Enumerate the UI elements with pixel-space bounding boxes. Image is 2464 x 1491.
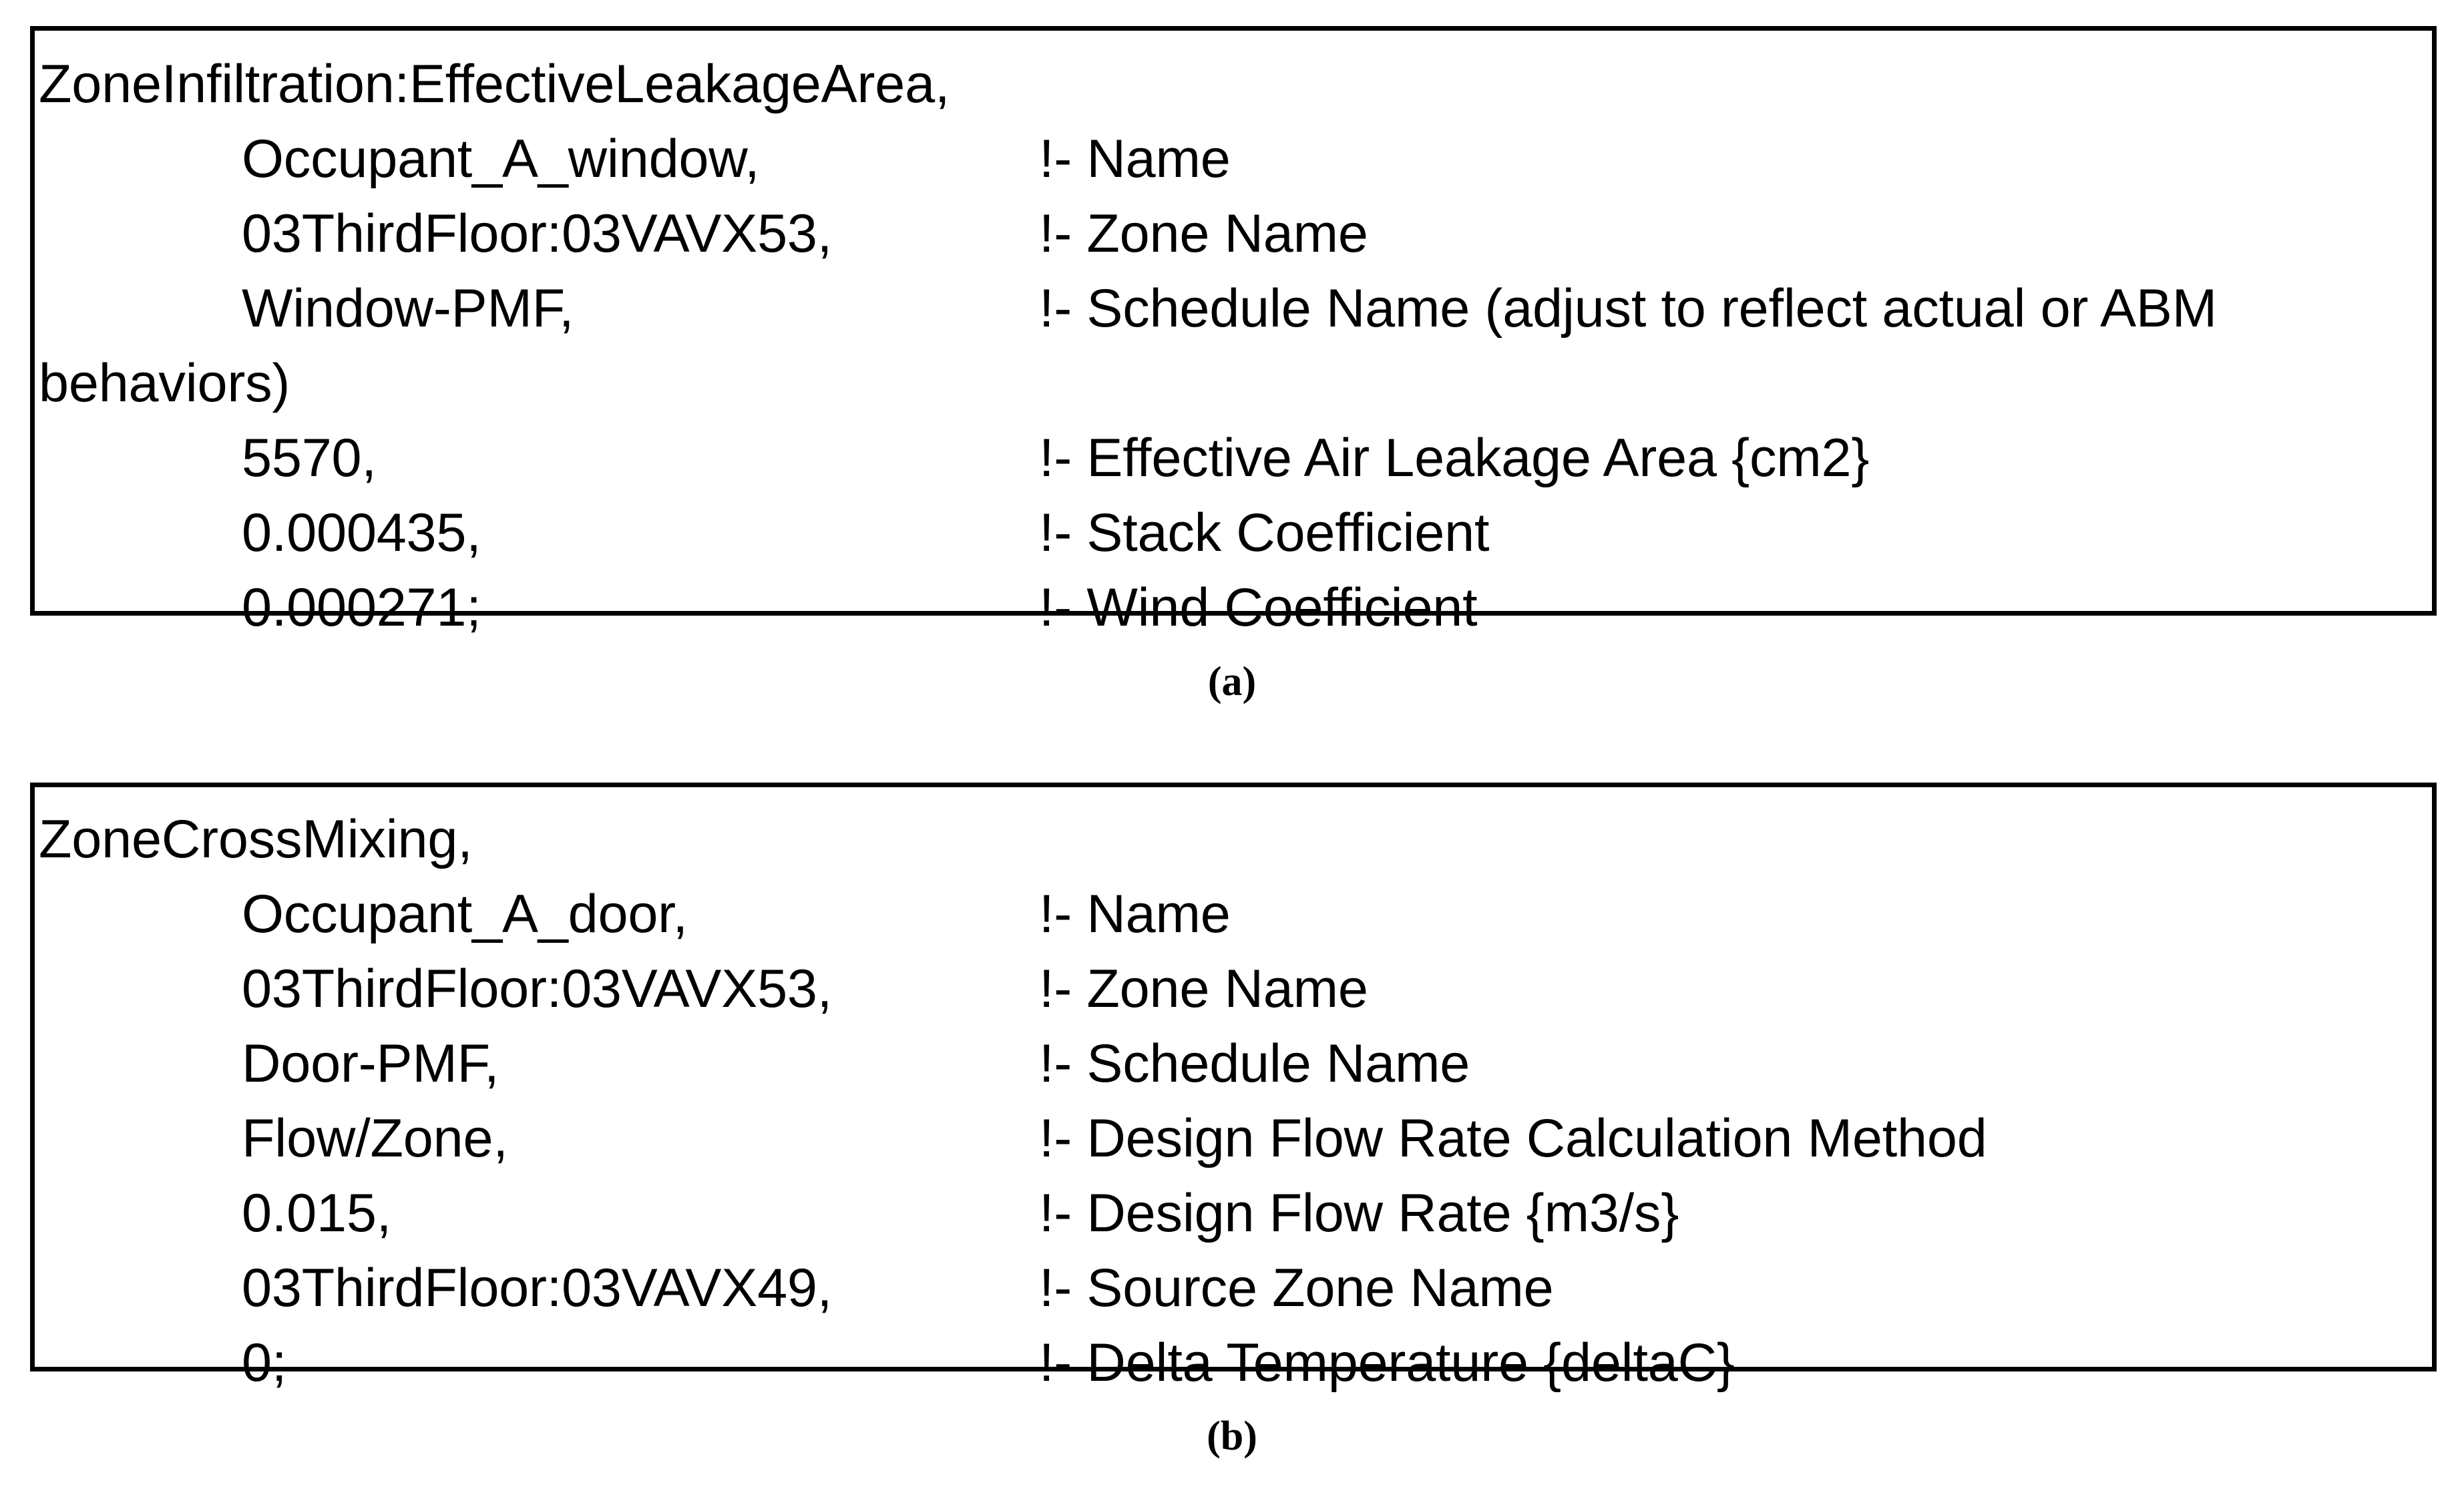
field-value: Window-PMF, [242,278,574,339]
field-comment: !- Schedule Name (adjust to reflect actu… [1039,278,2218,339]
field-comment: !- Schedule Name [1039,1034,1470,1094]
idf-code-block-b: ZoneCrossMixing, Occupant_A_door, !- Nam… [35,787,2432,1400]
field-value: 03ThirdFloor:03VAVX53, [242,959,833,1019]
code-line: ZoneInfiltration:EffectiveLeakageArea, [35,47,2432,122]
field-value: Flow/Zone, [242,1108,508,1168]
code-line: Occupant_A_window, !- Name [35,122,2432,196]
field-comment: !- Effective Air Leakage Area {cm2} [1039,428,1870,488]
object-type-label: ZoneInfiltration:EffectiveLeakageArea, [39,54,950,114]
code-line: 03ThirdFloor:03VAVX49, !- Source Zone Na… [35,1251,2432,1325]
code-listing-panel-a: ZoneInfiltration:EffectiveLeakageArea, O… [30,26,2437,638]
code-line: 5570, !- Effective Air Leakage Area {cm2… [35,421,2432,495]
idf-code-block-a: ZoneInfiltration:EffectiveLeakageArea, O… [35,31,2432,645]
field-value: 03ThirdFloor:03VAVX49, [242,1258,833,1318]
code-line: 03ThirdFloor:03VAVX53, !- Zone Name [35,196,2432,271]
field-comment: !- Name [1039,129,1231,189]
code-line: 03ThirdFloor:03VAVX53, !- Zone Name [35,951,2432,1026]
code-line: 0; !- Delta Temperature {deltaC} [35,1325,2432,1400]
code-line: 0.000271; !- Wind Coefficient [35,570,2432,645]
field-value: Occupant_A_door, [242,884,688,944]
field-comment: !- Design Flow Rate Calculation Method [1039,1108,1987,1168]
code-line: Occupant_A_door, !- Name [35,877,2432,951]
code-line: Window-PMF, !- Schedule Name (adjust to … [35,271,2432,346]
code-line: Flow/Zone, !- Design Flow Rate Calculati… [35,1101,2432,1176]
code-line: ZoneCrossMixing, [35,802,2432,877]
field-value: 0.015, [242,1183,392,1243]
field-value: 03ThirdFloor:03VAVX53, [242,204,833,264]
field-comment: !- Zone Name [1039,204,1368,264]
field-value: 0.000435, [242,503,481,563]
code-line: 0.000435, !- Stack Coefficient [35,495,2432,570]
field-value: 0.000271; [242,578,481,638]
field-comment: !- Zone Name [1039,959,1368,1019]
field-comment-continuation: behaviors) [39,353,290,413]
field-comment: !- Name [1039,884,1231,944]
code-line-comment-continuation: behaviors) [35,346,2432,421]
object-type-label: ZoneCrossMixing, [39,809,473,869]
field-comment: !- Delta Temperature {deltaC} [1039,1333,1735,1393]
field-comment: !- Wind Coefficient [1039,578,1478,638]
field-comment: !- Stack Coefficient [1039,503,1490,563]
field-value: Door-PMF, [242,1034,499,1094]
field-value: 0; [242,1333,287,1393]
code-line: Door-PMF, !- Schedule Name [35,1026,2432,1101]
code-line: 0.015, !- Design Flow Rate {m3/s} [35,1176,2432,1251]
subfigure-label-b: (b) [1207,1414,1257,1459]
field-comment: !- Source Zone Name [1039,1258,1554,1318]
field-comment: !- Design Flow Rate {m3/s} [1039,1183,1679,1243]
code-listing-panel-b: ZoneCrossMixing, Occupant_A_door, !- Nam… [30,783,2437,1393]
field-value: Occupant_A_window, [242,129,760,189]
field-value: 5570, [242,428,377,488]
subfigure-label-a: (a) [1207,659,1257,704]
